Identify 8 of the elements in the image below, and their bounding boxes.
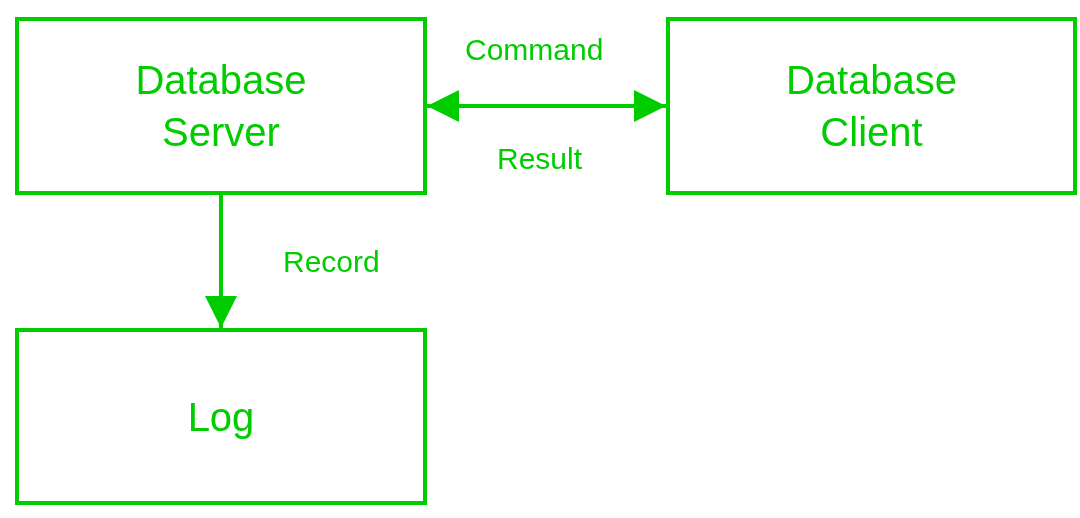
- arrow: [205, 195, 237, 328]
- arrow: [427, 90, 666, 122]
- node-label: Database Server: [134, 57, 308, 156]
- process-box: [15, 17, 427, 195]
- process-box: [15, 328, 427, 505]
- node-label: Database Client: [784, 57, 959, 156]
- node-label: Log: [187, 393, 255, 441]
- process-box: [666, 17, 1077, 195]
